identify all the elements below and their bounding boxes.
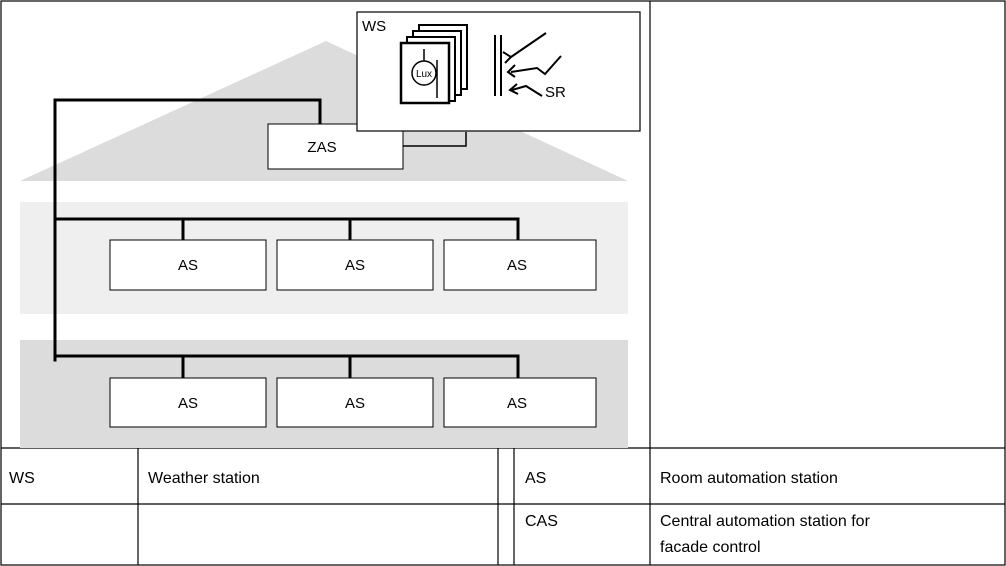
legend-abbr: AS xyxy=(525,470,546,487)
ws-connection-line xyxy=(403,132,467,147)
as-label: AS xyxy=(507,395,527,412)
legend-table: WS Weather station AS Room automation st… xyxy=(9,470,871,556)
ws-box-label: WS xyxy=(362,18,386,35)
upper-floor-stations: AS AS AS xyxy=(109,239,597,291)
legend-description: facade control xyxy=(660,539,761,556)
weather-station-box: WS Lux SR xyxy=(356,11,641,132)
legend-abbr: CAS xyxy=(525,513,558,530)
legend-abbr: WS xyxy=(9,470,35,487)
lux-sensor-icon: Lux xyxy=(399,24,468,105)
as-box xyxy=(109,239,267,291)
as-label: AS xyxy=(178,257,198,274)
legend-description: Weather station xyxy=(148,470,260,487)
lower-floor-stations: AS AS AS xyxy=(109,377,597,428)
bus-lines xyxy=(53,98,520,380)
zas-label: ZAS xyxy=(307,139,336,156)
roof-shape xyxy=(20,41,628,181)
lux-label: Lux xyxy=(416,69,432,80)
as-label: AS xyxy=(507,257,527,274)
legend-description: Room automation station xyxy=(660,470,838,487)
as-label: AS xyxy=(178,395,198,412)
as-label: AS xyxy=(345,395,365,412)
as-box xyxy=(276,239,434,291)
as-box xyxy=(443,377,597,428)
solar-radiation-sensor-icon: SR xyxy=(494,32,566,101)
as-box xyxy=(443,239,597,291)
as-box xyxy=(109,377,267,428)
as-label: AS xyxy=(345,257,365,274)
legend-description: Central automation station for xyxy=(660,513,871,530)
as-box xyxy=(276,377,434,428)
sr-label: SR xyxy=(545,84,566,101)
